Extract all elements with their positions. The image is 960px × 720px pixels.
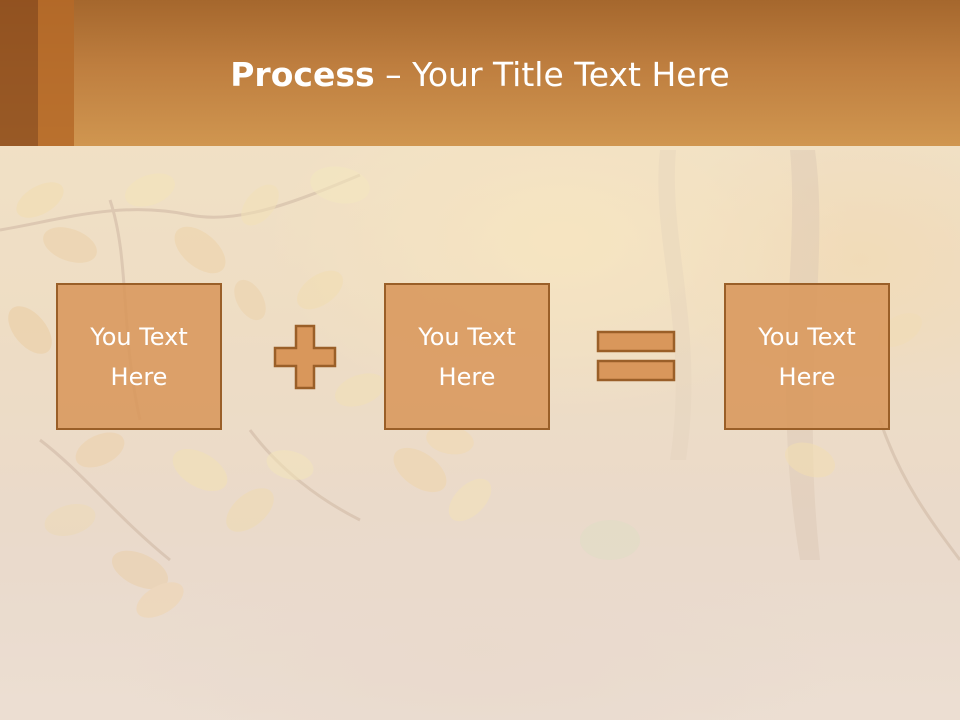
process-step-1-text: You Text Here — [90, 322, 188, 391]
title-bar-accent-dark — [0, 0, 38, 146]
process-step-1-box[interactable]: You Text Here — [56, 283, 222, 430]
process-step-2-text: You Text Here — [418, 322, 516, 391]
title-rest-text: – Your Title Text Here — [374, 55, 730, 94]
plus-icon[interactable] — [273, 324, 337, 390]
title-strong-text: Process — [230, 55, 375, 94]
title-bar: Process – Your Title Text Here — [0, 0, 960, 146]
process-step-3-box[interactable]: You Text Here — [724, 283, 890, 430]
process-step-2-box[interactable]: You Text Here — [384, 283, 550, 430]
title-bar-accent-light — [38, 0, 74, 146]
slide-title[interactable]: Process – Your Title Text Here — [74, 54, 886, 96]
equals-icon[interactable] — [596, 330, 678, 384]
process-step-3-text: You Text Here — [758, 322, 856, 391]
